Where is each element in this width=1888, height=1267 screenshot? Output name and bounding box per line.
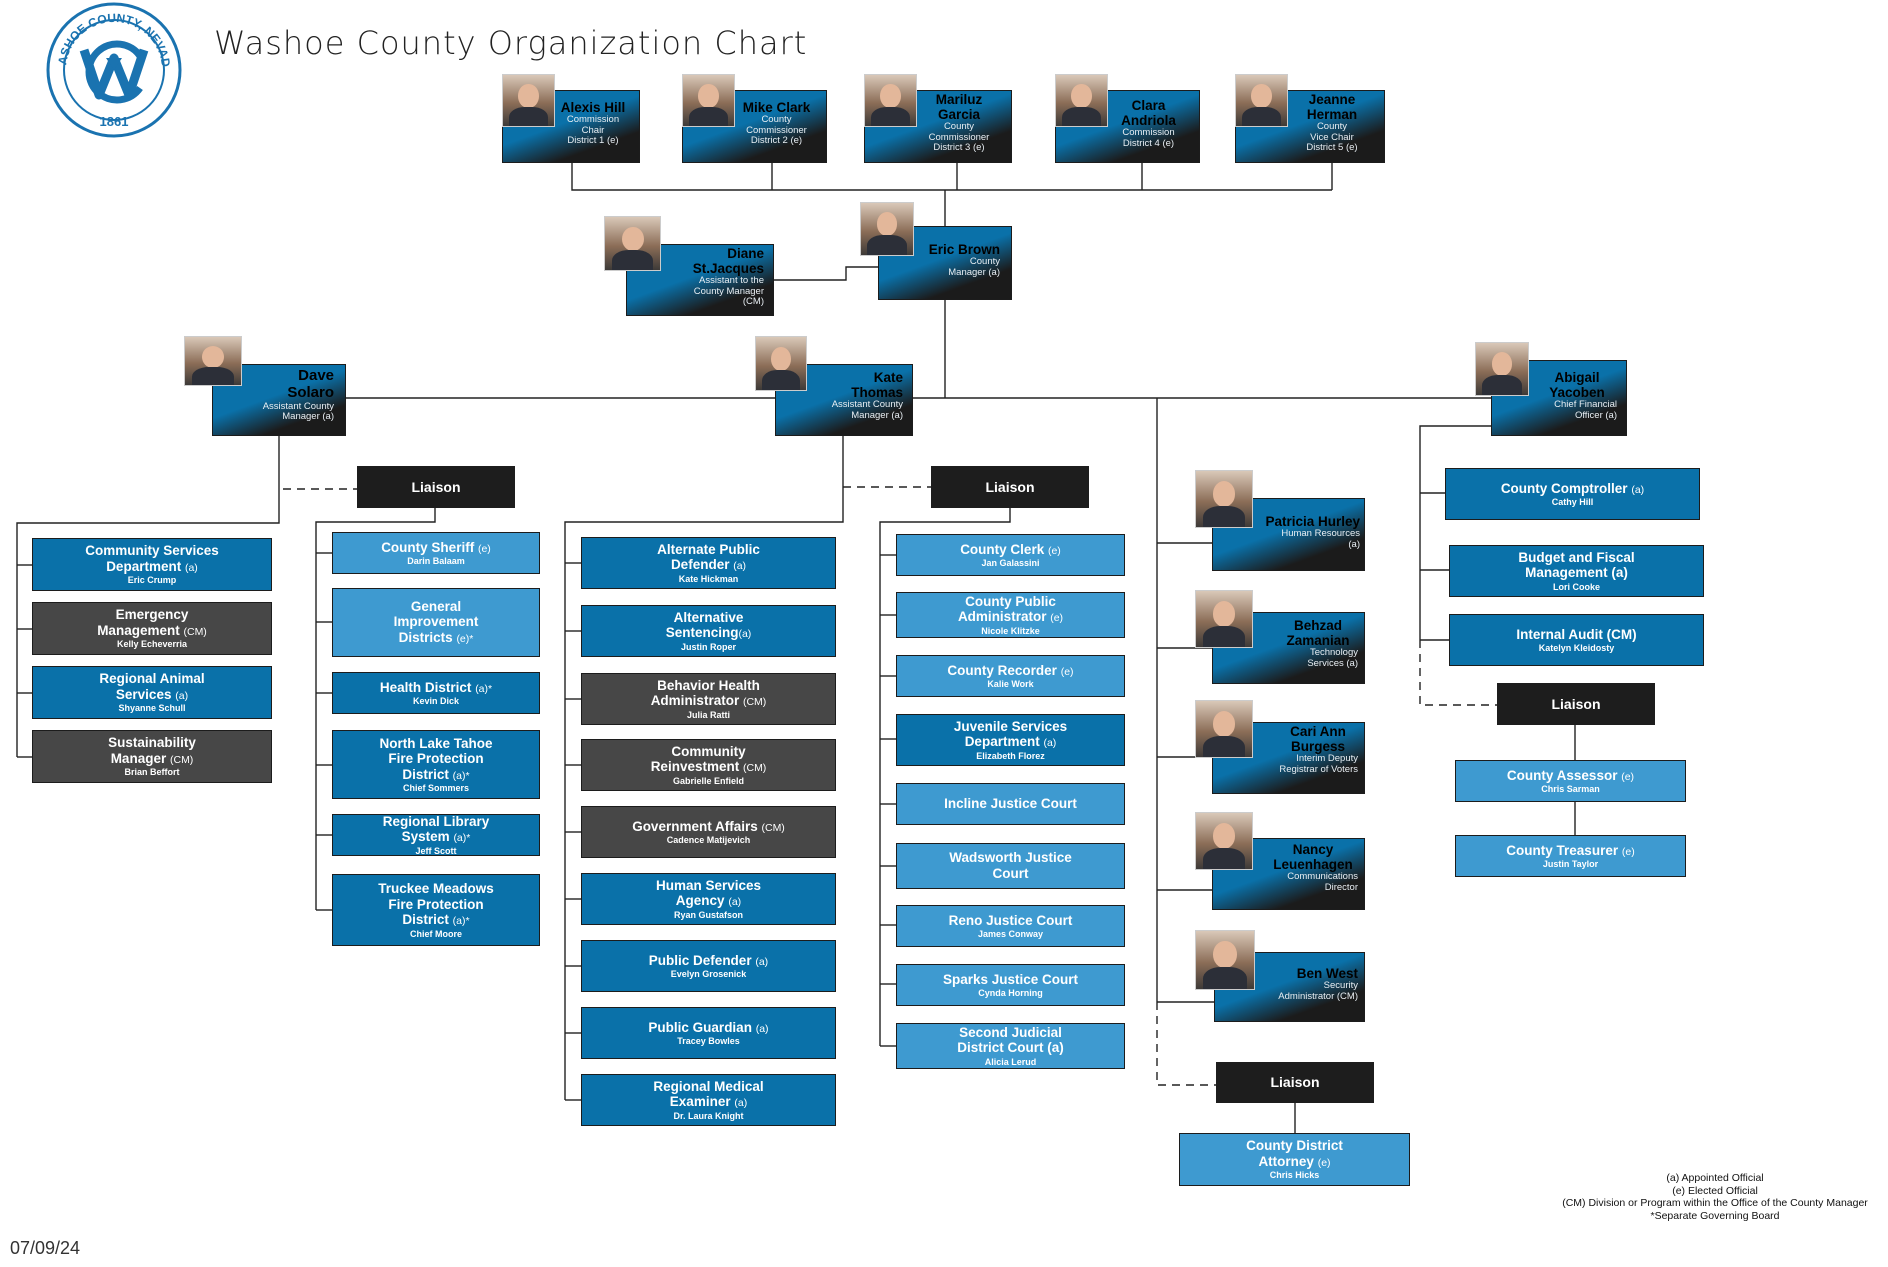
liaison-department-box: Truckee Meadows Fire Protection District… xyxy=(332,874,540,946)
liaison-department-box: County Treasurer (e)Justin Taylor xyxy=(1455,835,1686,877)
department-box: Public Guardian (a)Tracey Bowles xyxy=(581,1007,836,1059)
liaison-department-box: Health District (a)*Kevin Dick xyxy=(332,672,540,714)
commissioner-name: Mariluz Garcia xyxy=(935,92,983,123)
liaison-department-box: Juvenile Services Department (a)Elizabet… xyxy=(896,714,1125,766)
department-box: Human Services Agency (a)Ryan Gustafson xyxy=(581,873,836,925)
liaison-header: Liaison xyxy=(357,466,515,508)
manager-name: Eric Brown xyxy=(928,242,1000,257)
direct-photo xyxy=(1195,470,1253,528)
liaison-department-box: Regional Library System (a)*Jeff Scott xyxy=(332,814,540,856)
cfo-name: Abigail Yacoben xyxy=(1549,370,1605,401)
direct-name: Patricia Hurley xyxy=(1265,514,1360,529)
direct-photo xyxy=(1195,700,1253,758)
legend-item: (CM) Division or Program within the Offi… xyxy=(1562,1197,1868,1209)
commissioner-photo xyxy=(864,74,917,127)
manager-direct-card: Patricia Hurley Human Resources(a) xyxy=(1195,470,1370,571)
department-box: Regional Medical Examiner (a)Dr. Laura K… xyxy=(581,1074,836,1126)
department-box: Behavior Health Administrator (CM)Julia … xyxy=(581,673,836,725)
manager-photo xyxy=(860,202,914,256)
department-box: Sustainability Manager (CM)Brian Beffort xyxy=(32,730,272,783)
liaison-department-box: County Sheriff (e)Darin Balaam xyxy=(332,532,540,574)
department-box: Community Services Department (a)Eric Cr… xyxy=(32,538,272,591)
department-box: Public Defender (a)Evelyn Grosenick xyxy=(581,940,836,992)
department-box: Regional Animal Services (a)Shyanne Schu… xyxy=(32,666,272,719)
direct-name: Cari Ann Burgess xyxy=(1290,724,1346,755)
liaison-department-box: County Assessor (e)Chris Sarman xyxy=(1455,760,1686,802)
acm-name: Kate Thomas xyxy=(851,370,903,401)
liaison-header: Liaison xyxy=(1216,1062,1374,1103)
department-box: Alternative Sentencing(a)Justin Roper xyxy=(581,605,836,657)
department-box: Budget and Fiscal Management (a)Lori Coo… xyxy=(1449,545,1704,597)
svg-text:WASHOE COUNTY, NEVADA: WASHOE COUNTY, NEVADA xyxy=(44,0,173,68)
legend-item: (a) Appointed Official xyxy=(1666,1172,1764,1184)
liaison-department-box: Wadsworth Justice Court xyxy=(896,843,1125,889)
commissioner-name: Mike Clark xyxy=(742,100,811,115)
liaison-department-box: County Clerk (e)Jan Galassini xyxy=(896,534,1125,576)
liaison-department-box: County Recorder (e)Kalie Work xyxy=(896,655,1125,697)
commissioner-photo xyxy=(502,74,555,127)
liaison-department-box: County District Attorney (e)Chris Hicks xyxy=(1179,1133,1410,1186)
direct-photo xyxy=(1195,590,1253,648)
commissioner-photo xyxy=(682,74,735,127)
page-title: Washoe County Organization Chart xyxy=(214,24,808,62)
liaison-department-box: Second Judicial District Court (a)Alicia… xyxy=(896,1023,1125,1069)
commissioner-name: Alexis Hill xyxy=(560,100,626,115)
direct-name: Nancy Leuenhagen xyxy=(1273,842,1353,873)
legend-item: (e) Elected Official xyxy=(1672,1184,1758,1197)
legend: (a) Appointed Official (e) Elected Offic… xyxy=(1540,1172,1888,1222)
acm-photo xyxy=(755,336,807,391)
assistant-name: Diane St.Jacques xyxy=(692,246,764,277)
direct-name: Ben West xyxy=(1296,966,1358,981)
chart-date: 07/09/24 xyxy=(10,1238,81,1258)
liaison-department-box: Incline Justice Court xyxy=(896,783,1125,825)
cfo-photo xyxy=(1475,342,1529,396)
commissioner-name: Clara Andriola xyxy=(1121,98,1176,129)
svg-text:1861: 1861 xyxy=(100,114,129,129)
commissioner-name: Jeanne Herman xyxy=(1306,92,1358,123)
liaison-department-box: General Improvement Districts (e)* xyxy=(332,588,540,657)
commissioner-photo xyxy=(1055,74,1108,127)
commissioner-photo xyxy=(1235,74,1288,127)
liaison-department-box: County Public Administrator (e)Nicole Kl… xyxy=(896,592,1125,638)
direct-photo xyxy=(1195,930,1255,990)
department-box: Emergency Management (CM)Kelly Echeverri… xyxy=(32,602,272,655)
liaison-header: Liaison xyxy=(1497,683,1655,725)
liaison-header: Liaison xyxy=(931,466,1089,508)
department-box: Community Reinvestment (CM)Gabrielle Enf… xyxy=(581,739,836,791)
acm-name: Dave Solaro xyxy=(287,367,334,401)
department-box: Alternate Public Defender (a)Kate Hickma… xyxy=(581,537,836,589)
liaison-department-box: North Lake Tahoe Fire Protection Distric… xyxy=(332,730,540,799)
assistant-photo xyxy=(604,216,661,271)
department-box: Internal Audit (CM)Katelyn Kleidosty xyxy=(1449,614,1704,666)
department-box: County Comptroller (a)Cathy Hill xyxy=(1445,468,1700,520)
direct-photo xyxy=(1195,812,1253,870)
department-box: Government Affairs (CM)Cadence Matijevic… xyxy=(581,806,836,858)
direct-name: Behzad Zamanian xyxy=(1286,618,1350,649)
washoe-county-seal: WASHOE COUNTY, NEVADA 1861 xyxy=(44,0,182,138)
acm-photo xyxy=(184,336,242,386)
legend-item: *Separate Governing Board xyxy=(1650,1209,1780,1222)
